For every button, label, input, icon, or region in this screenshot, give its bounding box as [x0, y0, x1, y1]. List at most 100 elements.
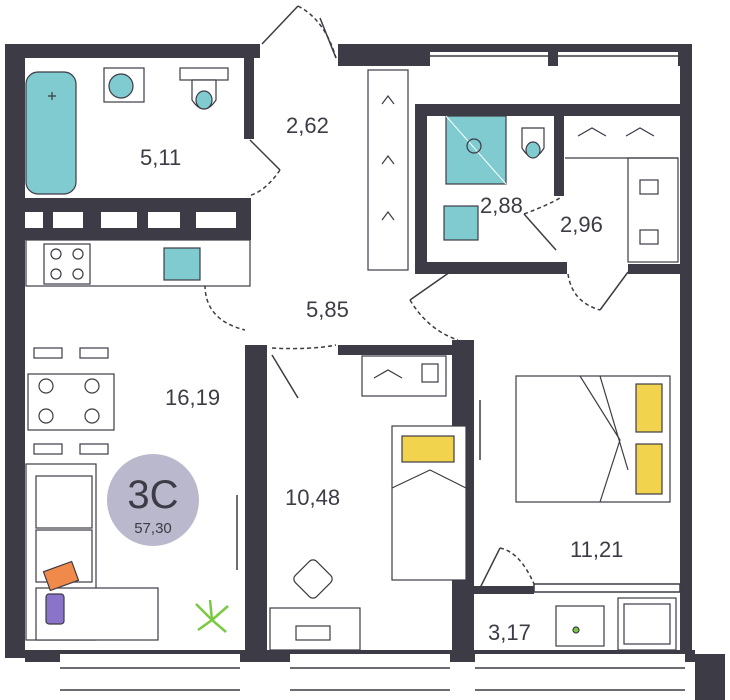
room-area-bathroom: 5,11 [140, 145, 181, 170]
door-swing [271, 344, 337, 350]
room-area-balcony: 3,17 [488, 620, 531, 645]
hanger-icon [625, 127, 655, 137]
box [639, 179, 659, 195]
pillow [635, 383, 663, 433]
door-swing [523, 197, 561, 215]
burner [72, 248, 84, 260]
wall [474, 586, 534, 594]
blanket-fold [391, 469, 467, 489]
pillow [401, 435, 455, 463]
wall [415, 104, 680, 116]
room-area-corridor: 5,85 [306, 297, 349, 322]
sink-basin [108, 73, 134, 99]
box [421, 363, 439, 383]
entry-door [319, 17, 337, 59]
room-area-bedroom-2: 11,21 [570, 537, 623, 562]
walls [5, 44, 725, 700]
bedroom-2-door [409, 271, 451, 301]
wall [245, 345, 267, 655]
door-swing [247, 169, 281, 197]
kitchen-sink [163, 247, 201, 281]
hallway-wardrobe [367, 69, 679, 271]
chair [79, 443, 109, 455]
wall-vent [148, 212, 180, 228]
desk-chair [293, 559, 333, 599]
wall [680, 44, 692, 654]
shower-tray-line [445, 115, 507, 185]
chair [33, 347, 63, 359]
wc-toilet-water [525, 141, 541, 159]
chair [79, 347, 109, 359]
dresser [361, 355, 447, 397]
desk [269, 607, 361, 651]
hanger-icon [381, 155, 395, 165]
total-area: 57,30 [134, 520, 172, 537]
wall [554, 116, 564, 196]
wall-vent [25, 212, 43, 228]
room-area-kitchen-living: 16,19 [165, 385, 220, 410]
windows [60, 55, 685, 691]
box [639, 229, 659, 245]
room-area-hallway-entry: 2,62 [286, 113, 329, 138]
bedroom-1-furniture [269, 355, 467, 651]
stove [43, 243, 91, 285]
bedroom-1-door [271, 354, 299, 399]
balcony-door [479, 547, 501, 589]
shower-drain-icon [466, 138, 482, 154]
cushion [42, 560, 80, 592]
wardrobe-door [599, 271, 629, 311]
apartment-type: 3С [127, 473, 178, 517]
burner [50, 248, 62, 260]
plant-icon [572, 626, 580, 634]
wall [415, 262, 567, 274]
bedroom-2-furniture [515, 375, 671, 503]
toilet-tank [179, 67, 229, 81]
hallway-closet [367, 69, 409, 271]
room-area-bedroom-1: 10,48 [285, 485, 340, 510]
laptop-icon [295, 625, 331, 641]
door-swing [409, 299, 459, 341]
wall [628, 264, 682, 274]
wall-vent [101, 212, 137, 228]
chair [38, 378, 54, 394]
chair [84, 408, 100, 424]
entry-door [261, 5, 299, 45]
toilet-water [195, 90, 213, 110]
pillow [635, 443, 663, 495]
badge-circle [107, 454, 199, 546]
kitchen [25, 239, 251, 287]
window-gap [430, 52, 548, 66]
wc-sink [443, 205, 479, 241]
burner [50, 268, 62, 280]
sofa [25, 463, 159, 641]
plant-leaf [195, 599, 229, 633]
balcony-furniture [555, 597, 677, 651]
plant-icon [195, 599, 229, 633]
chair [33, 443, 63, 455]
door-swing [499, 547, 535, 585]
hanger-icon [381, 95, 395, 105]
bathroom-fixtures [25, 67, 229, 195]
chair [38, 408, 54, 424]
burner [72, 268, 84, 280]
wall [5, 44, 260, 58]
blanket-fold [579, 375, 629, 503]
area-labels: 5,11 2,62 2,88 2,96 5,85 16,19 10,48 11,… [140, 113, 623, 645]
sofa-cushion [35, 475, 93, 529]
window-gap [60, 654, 240, 662]
hanger-icon [577, 127, 607, 137]
hanger-icon [381, 211, 395, 221]
wall-vent [196, 212, 236, 228]
armchair-seat [623, 603, 671, 645]
wall [695, 654, 725, 700]
wc-door [523, 213, 557, 251]
bathtub [25, 71, 77, 195]
wall [244, 44, 254, 139]
chair [84, 378, 100, 394]
dining-set [27, 347, 115, 455]
room-area-wc: 2,88 [480, 193, 523, 218]
window-gap [475, 654, 685, 662]
wall [5, 258, 25, 658]
wardrobe-shelf [627, 157, 679, 263]
